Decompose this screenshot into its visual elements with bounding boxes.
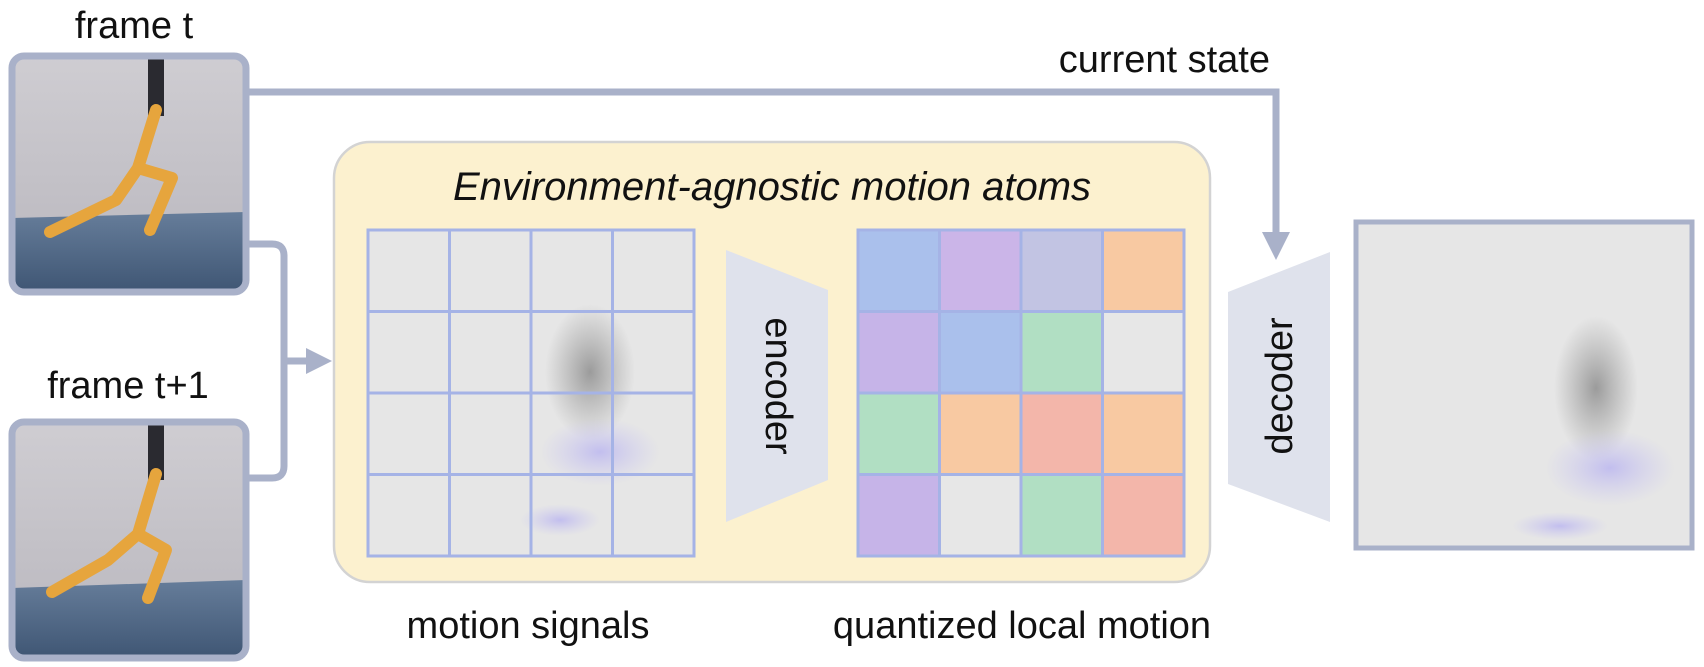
quantized-cell <box>858 393 940 475</box>
quantized-cell <box>1021 230 1103 312</box>
current-state-arrow <box>246 88 1290 260</box>
quantized-cell <box>939 474 1021 556</box>
quantized-cell <box>1021 474 1103 556</box>
quantized-local-motion-grid <box>856 228 1186 558</box>
quantized-cell <box>858 311 940 393</box>
reconstructed-output <box>1353 219 1695 551</box>
quantized-cell <box>1102 311 1184 393</box>
frame-t-image <box>8 52 250 296</box>
current-state-label: current state <box>1059 39 1270 81</box>
decoder-label: decoder <box>1259 317 1301 455</box>
decoder-block: decoder <box>1228 252 1330 522</box>
frame-t-label: frame t <box>75 5 194 47</box>
frame-t1-image <box>8 418 250 662</box>
quantized-cell <box>1021 311 1103 393</box>
encoder-label: encoder <box>757 317 799 455</box>
frames-merge-arrow <box>246 240 332 482</box>
quantized-cell <box>1102 393 1184 475</box>
quantized-cell <box>1021 393 1103 475</box>
quantized-cell <box>939 311 1021 393</box>
quantized-cell <box>939 230 1021 312</box>
quantized-cell <box>1102 474 1184 556</box>
motion-signals-label: motion signals <box>407 605 650 647</box>
quantized-cell <box>858 474 940 556</box>
frame-t1-label: frame t+1 <box>47 365 209 407</box>
quantized-cell <box>1102 230 1184 312</box>
encoder-block: encoder <box>726 250 828 522</box>
quantized-local-motion-label: quantized local motion <box>833 605 1211 647</box>
panel-title: Environment-agnostic motion atoms <box>453 165 1091 209</box>
quantized-cell <box>858 230 940 312</box>
motion-signals-grid <box>366 228 696 558</box>
quantized-cell <box>939 393 1021 475</box>
